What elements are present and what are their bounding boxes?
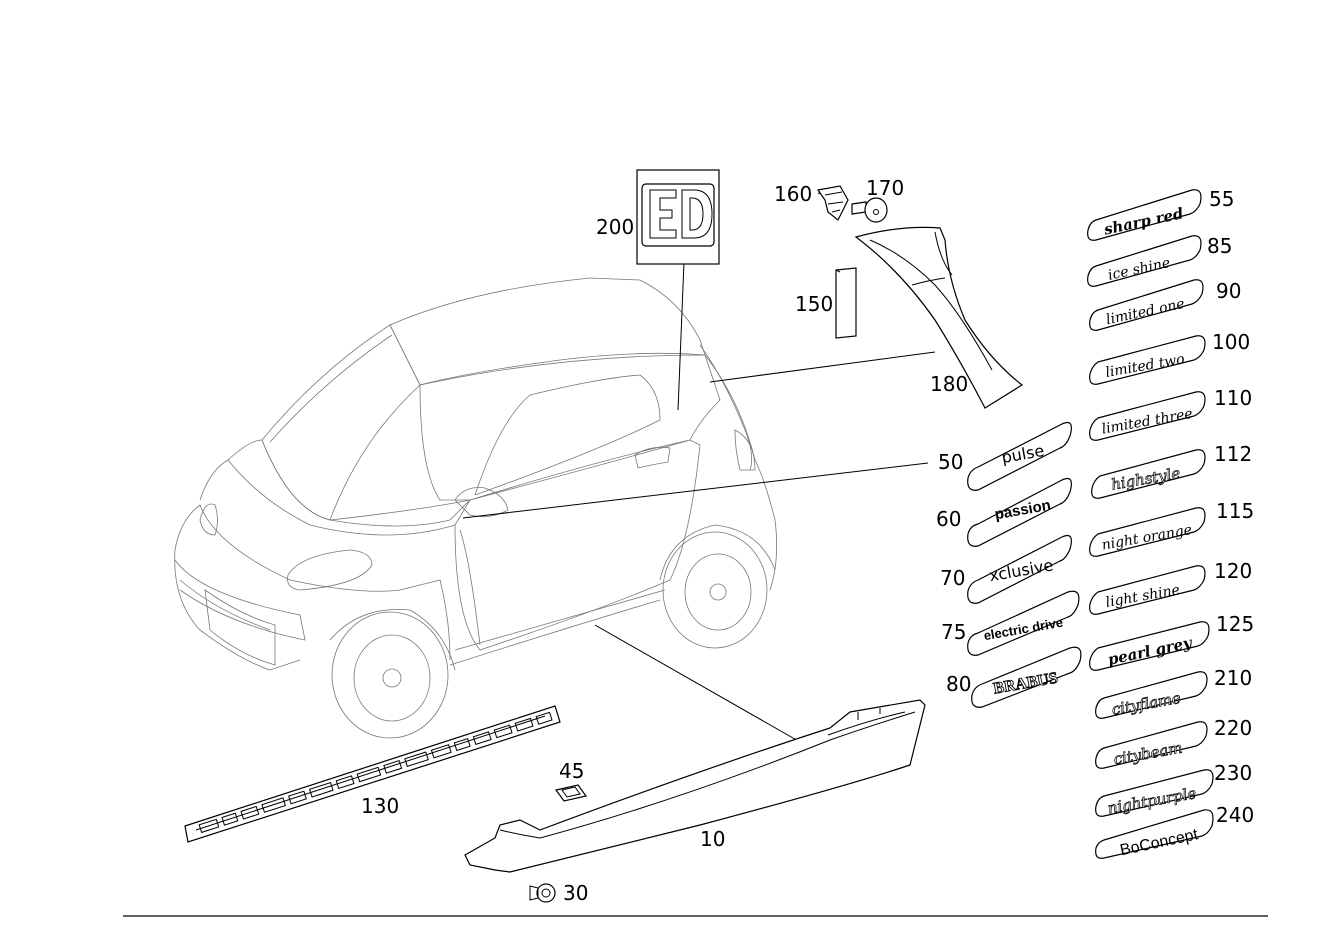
callout-85: 85 bbox=[1207, 234, 1232, 258]
badge-50-text: pulse bbox=[1000, 441, 1046, 467]
part-10-side-sill bbox=[464, 699, 926, 873]
badge-75-electric-drive: electric drive bbox=[967, 590, 1080, 656]
part-200-ed-sticker bbox=[636, 169, 720, 265]
part-150-strip bbox=[835, 267, 857, 339]
part-130-lettering-strip bbox=[184, 705, 561, 843]
part-180-pillar-trim bbox=[854, 226, 1024, 409]
callout-220: 220 bbox=[1214, 716, 1252, 740]
badge-230-nightpurple: nightpurple bbox=[1095, 769, 1214, 818]
badge-115-night-orange: night orange bbox=[1089, 507, 1206, 557]
badge-100-limited-two: limited two bbox=[1089, 335, 1206, 385]
callout-70: 70 bbox=[940, 566, 965, 590]
part-160-bracket bbox=[816, 185, 849, 221]
callout-120: 120 bbox=[1214, 559, 1252, 583]
callout-90: 90 bbox=[1216, 279, 1241, 303]
callout-150: 150 bbox=[795, 292, 833, 316]
callout-115: 115 bbox=[1216, 499, 1254, 523]
callout-230: 230 bbox=[1214, 761, 1252, 785]
badge-80-brabus: BRABUS bbox=[971, 646, 1082, 708]
badge-55-sharp-red: sharp red bbox=[1087, 189, 1202, 241]
callout-75: 75 bbox=[941, 620, 966, 644]
callout-130: 130 bbox=[361, 794, 399, 818]
badge-125-pearl-grey: pearl grey bbox=[1089, 621, 1210, 671]
callout-50: 50 bbox=[938, 450, 963, 474]
badge-110-limited-three: limited three bbox=[1089, 391, 1206, 441]
callout-numbers: 200 160 170 150 180 55 85 90 100 110 112… bbox=[361, 176, 1254, 905]
callout-125: 125 bbox=[1216, 612, 1254, 636]
badge-90-limited-one: limited one bbox=[1089, 279, 1204, 331]
callout-80: 80 bbox=[946, 672, 971, 696]
badge-112-highstyle: highstyle bbox=[1091, 449, 1206, 499]
callout-100: 100 bbox=[1212, 330, 1250, 354]
callout-45: 45 bbox=[559, 759, 584, 783]
callout-60: 60 bbox=[936, 507, 961, 531]
part-30-clip bbox=[529, 883, 556, 903]
badge-220-citybeam: citybeam bbox=[1095, 721, 1208, 769]
car-illustration bbox=[174, 277, 778, 739]
badge-210-cityflame: cityflame bbox=[1095, 671, 1208, 719]
callout-160: 160 bbox=[774, 182, 812, 206]
badge-120-light-shine: light shine bbox=[1089, 565, 1206, 615]
part-170-clip bbox=[851, 197, 888, 223]
leader-lines bbox=[462, 192, 936, 743]
callout-110: 110 bbox=[1214, 386, 1252, 410]
callout-170: 170 bbox=[866, 176, 904, 200]
callout-210: 210 bbox=[1214, 666, 1252, 690]
part-45-nut bbox=[554, 784, 588, 802]
callout-240: 240 bbox=[1216, 803, 1254, 827]
badge-85-ice-shine: ice shine bbox=[1087, 235, 1202, 287]
callout-55: 55 bbox=[1209, 187, 1234, 211]
badge-240-boconcept: BoConcept bbox=[1095, 809, 1214, 859]
badge-60-passion: passion bbox=[967, 477, 1072, 547]
badge-50-pulse: pulse bbox=[967, 421, 1072, 491]
callout-10: 10 bbox=[700, 827, 725, 851]
callout-180: 180 bbox=[930, 372, 968, 396]
callout-112: 112 bbox=[1214, 442, 1252, 466]
callout-200: 200 bbox=[596, 215, 634, 239]
callout-30: 30 bbox=[563, 881, 588, 905]
badge-70-xclusive: xclusive bbox=[967, 534, 1072, 604]
